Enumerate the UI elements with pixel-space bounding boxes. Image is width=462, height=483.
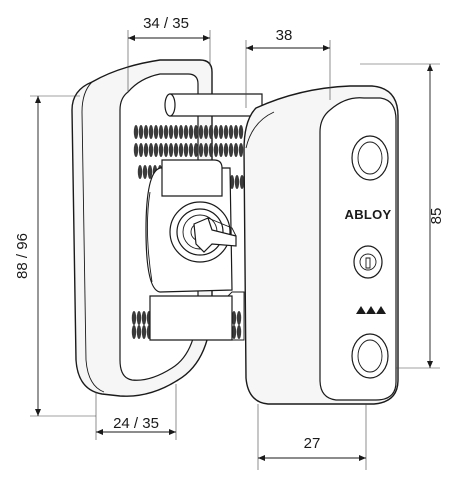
spring-coil [193, 143, 199, 157]
spring-coil [238, 143, 244, 157]
spring-coil [138, 125, 144, 139]
spring-coil [236, 325, 242, 339]
spring-coil [213, 125, 219, 139]
spring-coil [168, 143, 174, 157]
spring-coil [198, 125, 204, 139]
dimension-top-left: 34 / 35 [127, 15, 211, 92]
spring-coil [188, 125, 194, 139]
spring-coil [131, 311, 137, 325]
dimension-right-height: 85 [360, 63, 445, 369]
spring-coil [188, 143, 194, 157]
connector-rods [164, 93, 263, 117]
spring-coil [239, 175, 245, 189]
dimension-label-left-height: 88 / 96 [14, 233, 31, 279]
spring-coil [163, 125, 169, 139]
spring-coil [228, 143, 234, 157]
spring-coil [141, 311, 147, 325]
spring-coil [233, 143, 239, 157]
spring-coil [229, 175, 235, 189]
spring-coil [131, 325, 137, 339]
spring-coil [178, 125, 184, 139]
spring-coil [183, 143, 189, 157]
spring-coil [203, 143, 209, 157]
spring-coil [137, 165, 143, 179]
spring-coil [203, 125, 209, 139]
spring-coil [238, 125, 244, 139]
spring-coil [208, 125, 214, 139]
lock-body [243, 85, 399, 405]
spring-coil [147, 165, 153, 179]
spring-coil [163, 143, 169, 157]
spring-coil [148, 143, 154, 157]
spring-coil [223, 143, 229, 157]
dimension-label-bottom-right: 27 [304, 435, 321, 452]
spring-coil [208, 143, 214, 157]
dimension-label-top-left: 34 / 35 [143, 15, 189, 32]
spring-coil [213, 143, 219, 157]
spring-coil [142, 165, 148, 179]
lower-connector [149, 291, 245, 341]
dimension-label-top-right: 38 [276, 27, 293, 44]
spring-coil [233, 125, 239, 139]
brand-logo-text: ABLOY [345, 207, 392, 222]
spring-coil [148, 125, 154, 139]
spring-coil [136, 325, 142, 339]
spring-coil [218, 143, 224, 157]
dimension-left-height: 88 / 96 [14, 95, 96, 417]
spring-coil [153, 125, 159, 139]
lock-cylinder-mechanism [145, 159, 237, 293]
dimension-bottom-right: 27 [257, 404, 367, 470]
spring-coil [183, 125, 189, 139]
dimension-label-bottom-left: 24 / 35 [113, 415, 159, 432]
dimension-top-right: 38 [245, 27, 331, 108]
spring-coil [236, 311, 242, 325]
spring-coil [234, 175, 240, 189]
dimension-label-right-height: 85 [428, 208, 445, 225]
spring-coil [138, 143, 144, 157]
spring-coil [231, 325, 237, 339]
spring-coil [153, 143, 159, 157]
spring-coil [143, 143, 149, 157]
spring-coil [198, 143, 204, 157]
spring-coil [158, 125, 164, 139]
spring-coil [136, 311, 142, 325]
spring-coil [193, 125, 199, 139]
spring-coil [231, 311, 237, 325]
spring-coil [143, 125, 149, 139]
dimension-bottom-left: 24 / 35 [95, 384, 177, 440]
spring-coil [178, 143, 184, 157]
spring-coil [173, 143, 179, 157]
spring-coil [173, 125, 179, 139]
spring-coil [133, 125, 139, 139]
spring-coil [168, 125, 174, 139]
spring-coil [218, 125, 224, 139]
spring-coil [141, 325, 147, 339]
spring-coil [158, 143, 164, 157]
spring-coil [223, 125, 229, 139]
spring-coil [228, 125, 234, 139]
spring-coil [133, 143, 139, 157]
